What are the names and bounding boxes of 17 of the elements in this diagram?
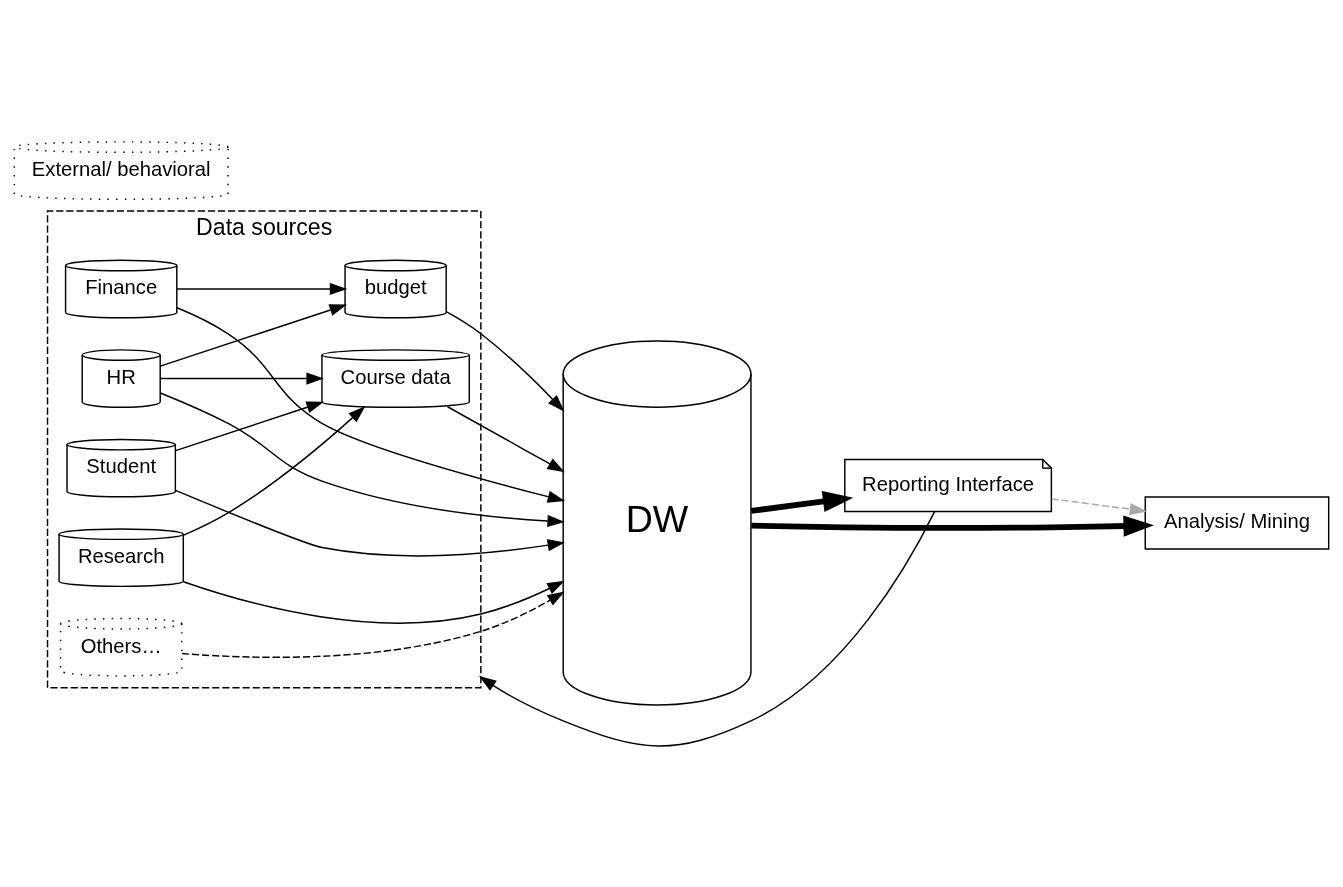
arrow (479, 510, 936, 747)
arrow (159, 303, 347, 367)
arrow (183, 405, 366, 536)
arrow (751, 514, 1154, 537)
arrow (176, 282, 348, 295)
arrow (1050, 497, 1148, 515)
arrow (446, 405, 565, 472)
arrow (181, 590, 565, 658)
node-box: Analysis/ Mining (1144, 495, 1330, 550)
arrow (159, 372, 324, 385)
arrow (174, 489, 565, 556)
arrow (159, 391, 565, 527)
arrow (445, 310, 565, 412)
arrow (750, 490, 854, 514)
arrow (176, 306, 566, 503)
arrow (174, 400, 324, 451)
arrow (182, 580, 565, 624)
